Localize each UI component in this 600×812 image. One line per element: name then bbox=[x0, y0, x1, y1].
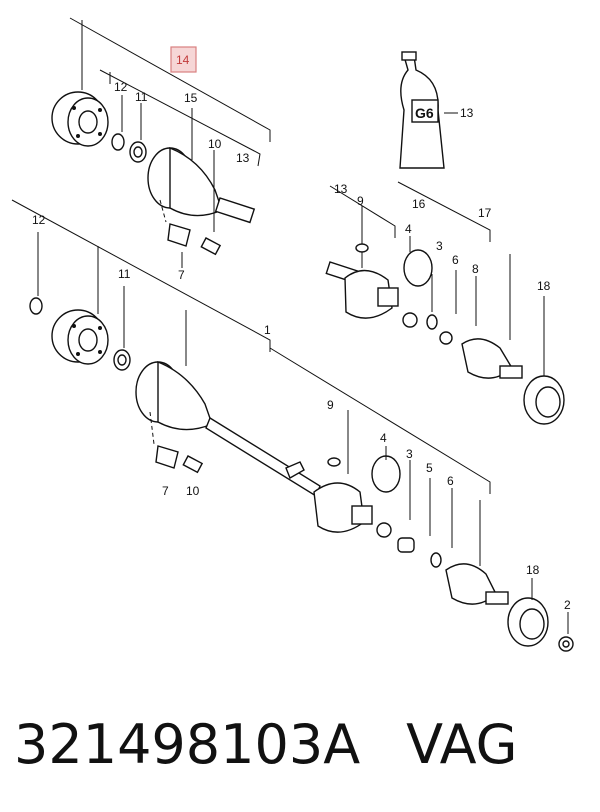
outer-joint-upper bbox=[461, 338, 523, 379]
clamp-upper-9 bbox=[355, 243, 369, 253]
nut-upper-8 bbox=[439, 331, 453, 345]
callout-14: 14 bbox=[176, 53, 190, 67]
callout-9-lower: 9 bbox=[327, 398, 334, 412]
brand-name: VAG bbox=[406, 713, 518, 776]
callout-5: 5 bbox=[426, 461, 433, 475]
callout-13-outer: 13 bbox=[334, 182, 348, 196]
clamp-band-lower-4 bbox=[371, 455, 401, 493]
highlight-box-14 bbox=[170, 46, 197, 73]
callout-11-upper: 11 bbox=[135, 90, 148, 104]
callout-10-lower: 10 bbox=[186, 484, 200, 498]
bolt-upper bbox=[200, 237, 222, 256]
grease-tube-label: G6 bbox=[415, 105, 434, 121]
callout-3-lower: 3 bbox=[406, 447, 413, 461]
callout-1: 1 bbox=[264, 323, 271, 337]
callout-11-lower: 11 bbox=[118, 267, 131, 281]
callout-7-lower: 7 bbox=[162, 484, 169, 498]
tone-ring-lower bbox=[507, 597, 549, 647]
circlip-upper bbox=[111, 133, 125, 151]
grease-tube: G6 bbox=[399, 51, 458, 169]
boot-upper bbox=[147, 146, 256, 224]
spacer-lower-3 bbox=[376, 522, 392, 538]
callout-9-upper: 9 bbox=[357, 194, 364, 208]
part-caption: 321498103A VAG bbox=[14, 700, 594, 790]
callout-12-upper: 12 bbox=[114, 80, 128, 94]
boot-inner-lower bbox=[135, 360, 213, 431]
callout-17: 17 bbox=[478, 206, 492, 220]
callout-8: 8 bbox=[472, 262, 479, 276]
callout-15: 15 bbox=[184, 91, 198, 105]
plate-lower bbox=[155, 445, 179, 469]
callout-18-lower: 18 bbox=[526, 563, 540, 577]
outer-joint-lower bbox=[445, 563, 509, 605]
outer-joint-upper-group bbox=[325, 181, 565, 425]
part-number: 321498103A bbox=[14, 713, 361, 776]
callout-2: 2 bbox=[564, 598, 571, 612]
callout-16: 16 bbox=[412, 197, 426, 211]
bolt-lower bbox=[182, 455, 204, 474]
circlip-lower-12 bbox=[29, 297, 43, 315]
cv-joint-flange-upper bbox=[51, 91, 109, 147]
boot-outer-upper bbox=[344, 269, 399, 319]
boot-outer-lower bbox=[313, 482, 373, 533]
spacer-lower-5 bbox=[397, 537, 415, 553]
callout-13-grease: 13 bbox=[460, 106, 474, 120]
callout-18-upper: 18 bbox=[537, 279, 551, 293]
grease-tube-label-box bbox=[411, 99, 439, 123]
upper-assembly-group bbox=[51, 17, 271, 268]
callout-4-upper: 4 bbox=[405, 222, 412, 236]
callout-7-upper: 7 bbox=[178, 268, 185, 282]
callout-12-lower: 12 bbox=[32, 213, 46, 227]
drive-shaft bbox=[205, 416, 321, 498]
leader-bracket-1 bbox=[11, 199, 271, 352]
leader-bracket-14 bbox=[69, 17, 271, 142]
callout-6-lower: 6 bbox=[447, 474, 454, 488]
spacer-upper-3 bbox=[402, 312, 418, 328]
callout-6-upper: 6 bbox=[452, 253, 459, 267]
tone-ring-upper bbox=[523, 375, 565, 425]
callout-10-upper: 10 bbox=[208, 137, 222, 151]
clamp-lower-9 bbox=[327, 457, 341, 467]
callout-3-upper: 3 bbox=[436, 239, 443, 253]
callout-13-upper: 13 bbox=[236, 151, 250, 165]
leader-bracket-15 bbox=[99, 69, 261, 167]
clamp-band-upper-4 bbox=[403, 249, 433, 287]
circlip-upper-6 bbox=[426, 314, 438, 330]
exploded-parts-diagram: 14 15 13 12 11 10 7 G6 13 bbox=[11, 17, 574, 652]
circlip-lower-6 bbox=[430, 552, 442, 568]
lower-assembly-group bbox=[11, 199, 574, 652]
cv-joint-flange-lower bbox=[51, 309, 109, 365]
plate-upper bbox=[167, 223, 191, 247]
callout-4-lower: 4 bbox=[380, 431, 387, 445]
